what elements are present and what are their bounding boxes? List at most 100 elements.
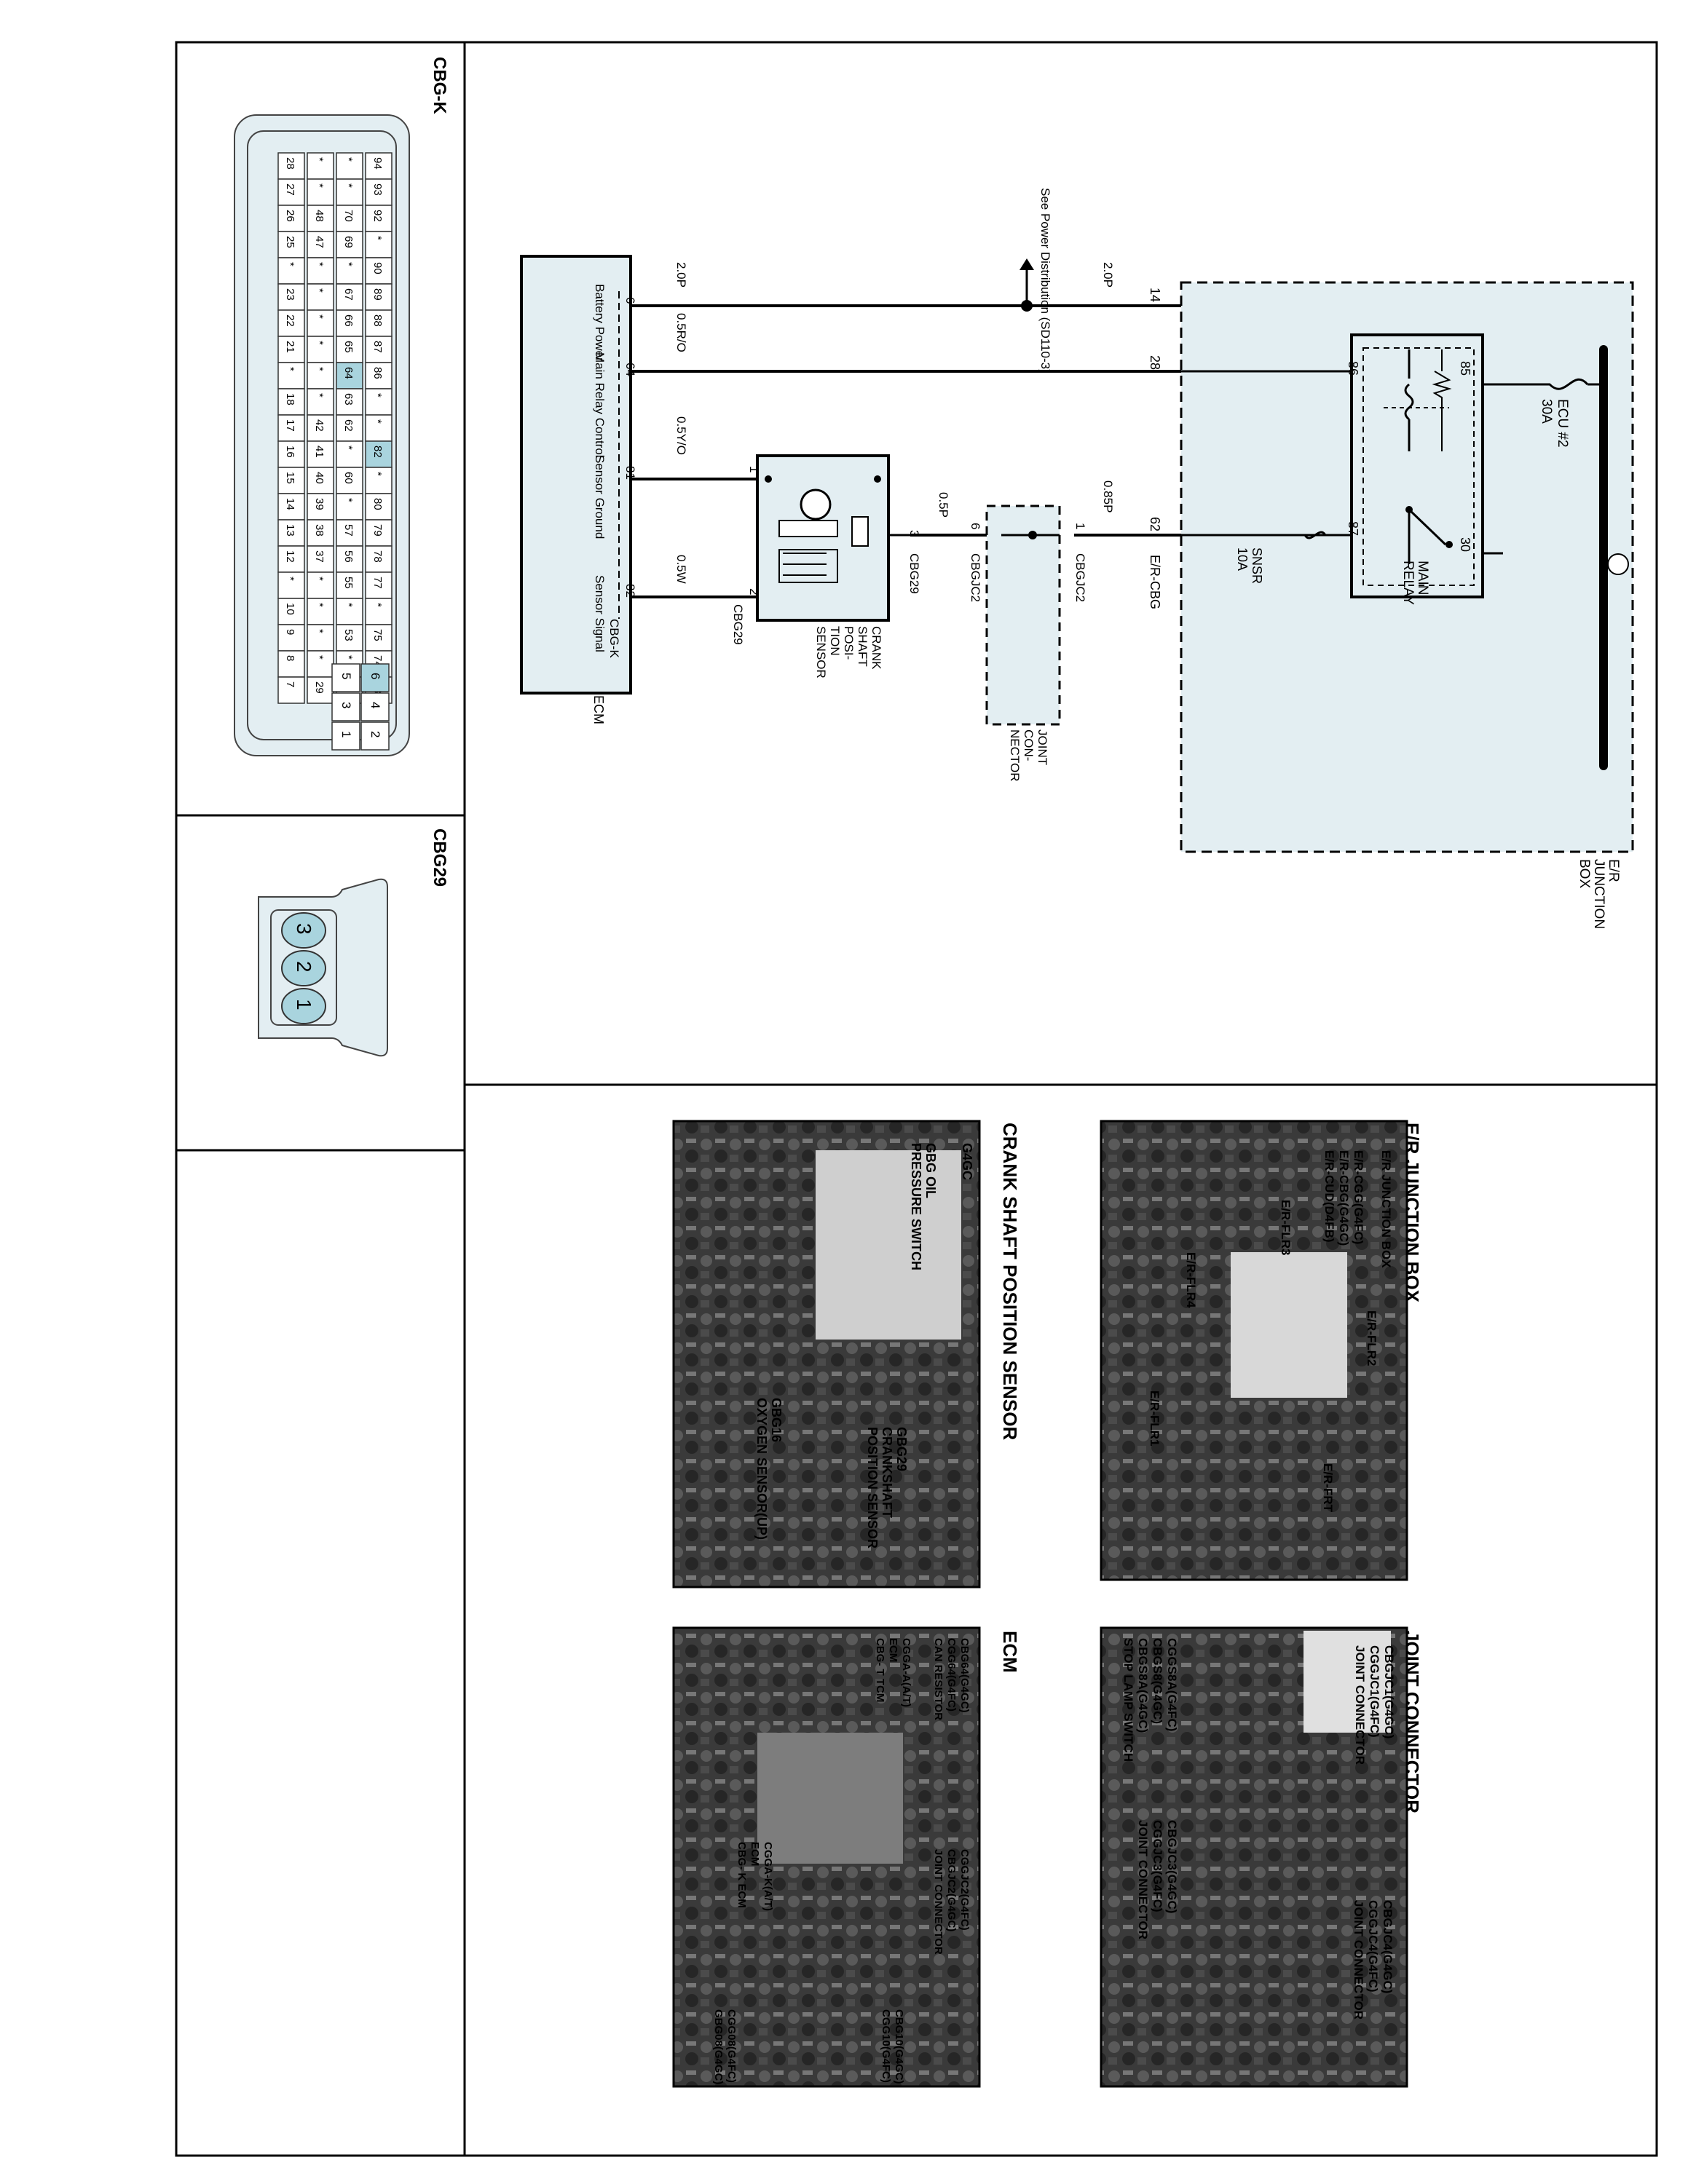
- cbgk-pin-label: 28: [284, 157, 296, 170]
- cbgk-pin-label: 79: [371, 524, 384, 537]
- ecm-pin-82: 82: [623, 584, 637, 598]
- photo-callout-label: CBG64(G4GC): [958, 1638, 971, 1713]
- relay-pin-87: 87: [1346, 521, 1360, 536]
- cbg29-pin-label: 2: [293, 961, 315, 973]
- cbgk-pin-label: 13: [284, 524, 296, 537]
- ecu-fuse-name: ECU #2: [1555, 399, 1570, 448]
- cbgk-pin-label: 14: [284, 498, 296, 510]
- photo-title-crank-sensor: CRANK SHAFT POSITION SENSOR: [999, 1123, 1021, 1440]
- photo-callout-label: CGGA-A(A/T): [900, 1638, 912, 1707]
- cbgk-pin-label: 80: [371, 498, 384, 510]
- joint-connector-box: [985, 505, 1061, 726]
- cbgk-pin-label: 16: [284, 446, 296, 458]
- ecm-label-main-relay: Main Relay Control: [593, 352, 607, 458]
- photo-callout-label: E/R-FLR2: [1365, 1310, 1379, 1366]
- cbgk-pin-label: 89: [371, 288, 384, 301]
- wire-label-3: 0.5R/O: [674, 313, 688, 352]
- ecu-fuse-rating: 30A: [1539, 399, 1554, 424]
- cbgk-pin-label: *: [313, 603, 326, 607]
- cbg29-connector-view: CBG29 321: [258, 828, 449, 1057]
- cbgk-pin-label: 60: [342, 472, 355, 484]
- cbgk-pin-label: 62: [342, 419, 355, 432]
- see-power-distribution: See Power Distribution (SD110-3): [1038, 188, 1052, 373]
- cbgk-pin-label: *: [313, 367, 326, 371]
- photo-callout-label: E/R-FLR3: [1279, 1200, 1293, 1256]
- cbgk-pin-label: 55: [342, 577, 355, 589]
- cbgk-pin-label: *: [313, 314, 326, 319]
- cbgk-pin-label: 67: [342, 288, 355, 301]
- main-relay-label: MAINRELAY: [1400, 561, 1430, 605]
- photo-callout-label: STOP LAMP SWITCH: [1121, 1638, 1135, 1762]
- cbgk-pin-label: 42: [313, 419, 326, 432]
- photo-callout-label: E/R JUNCTION BOX: [1379, 1150, 1393, 1268]
- cbgk-pin-label: 25: [284, 236, 296, 248]
- cbgk-pin-label: *: [371, 472, 384, 476]
- photo-callout-label: GBG08(G4GC): [712, 2009, 725, 2084]
- ecm-label: ECM: [591, 695, 606, 724]
- cbgk-pin-label: *: [284, 577, 296, 581]
- cbgk-small-pin-label: 2: [368, 731, 382, 737]
- schematic: E/RJUNCTIONBOX ECU #2 30A 85 86 87 30 MA…: [520, 188, 1634, 929]
- cbgk-pin-label: 88: [371, 314, 384, 327]
- er-box-label: E/RJUNCTIONBOX: [1577, 859, 1621, 929]
- cbgk-pin-label: 17: [284, 419, 296, 432]
- cbgk-pin-label: 21: [284, 341, 296, 353]
- cbgk-pin-label: 56: [342, 550, 355, 563]
- sensor-conn-bottom: CBG29: [731, 604, 745, 645]
- cbgk-small-pin-label: 6: [368, 673, 382, 679]
- photo-joint-connector: JOINT CONNECTOR CBGJC1(G4GC)CGGJC1(G4FC)…: [1100, 1626, 1423, 2088]
- ecm-conn-label: CBG-K: [607, 619, 621, 659]
- photo-callout-label: GBG OIL: [923, 1143, 938, 1198]
- sensor-pin-2: 2: [747, 588, 761, 595]
- cbgk-pin-label: *: [313, 157, 326, 162]
- cbg29-pins: 321: [281, 912, 326, 1024]
- cbgk-pin-label: *: [371, 603, 384, 607]
- ecm-box: [520, 255, 632, 695]
- photo-callout-label: E/R-FLR1: [1148, 1390, 1162, 1447]
- photo-callout-label: CBG- T TCM: [874, 1638, 886, 1702]
- cbgk-pin-label: 37: [313, 550, 326, 563]
- photo-callout-label: CBG10(G4GC): [893, 2009, 905, 2084]
- cbgk-pin-label: *: [313, 288, 326, 293]
- photo-callout-label: OXYGEN SENSOR(UP): [754, 1398, 769, 1540]
- relay-pin-86: 86: [1346, 361, 1360, 376]
- cbgk-pin-label: 15: [284, 472, 296, 484]
- cbg29-pin-label: 1: [293, 999, 315, 1010]
- photo-callout-label: JOINT CONNECTOR: [1136, 1820, 1150, 1939]
- photo-callout-label: CBG- K ECM: [735, 1842, 748, 1908]
- cbgk-pin-label: *: [342, 603, 355, 607]
- cbgk-pin-label: 26: [284, 210, 296, 222]
- photo-title-ecm: ECM: [999, 1631, 1021, 1673]
- cbgk-pin-label: 92: [371, 210, 384, 222]
- cbgk-pin-label: *: [313, 655, 326, 660]
- photo-callout-label: CBGJC2(G4GC): [945, 1849, 958, 1931]
- cbgk-title: CBG-K: [430, 57, 449, 114]
- page-frame: [175, 41, 1658, 2157]
- cbgk-pin-label: 82: [371, 446, 384, 458]
- snsr-fuse-rating: 10A: [1235, 547, 1250, 571]
- cbgk-pin-label: *: [371, 393, 384, 397]
- cbgk-pin-label: 18: [284, 393, 296, 405]
- er-pin-14: 14: [1148, 288, 1162, 302]
- cbgk-pin-label: 9: [284, 629, 296, 635]
- cbgk-pin-label: 86: [371, 367, 384, 379]
- cbgk-pin-label: 39: [313, 498, 326, 510]
- cbgk-pin-label: 77: [371, 577, 384, 589]
- cbgk-pin-label: 10: [284, 603, 296, 615]
- cbgk-pin-label: 75: [371, 629, 384, 641]
- cbgk-pin-label: *: [342, 157, 355, 162]
- cbgk-pin-label: 64: [342, 367, 355, 379]
- photo-callout-label: GBG16: [769, 1398, 784, 1442]
- cbgk-pin-label: 12: [284, 550, 296, 563]
- photo-callout-label: JOINT CONNECTOR: [932, 1849, 944, 1955]
- cbgk-pin-label: 63: [342, 393, 355, 405]
- photo-callout-label: CGGS8A(G4FC): [1165, 1638, 1179, 1731]
- sensor-conn-top: CBG29: [907, 553, 921, 594]
- cbg29-pin: [281, 988, 326, 1024]
- cbgk-pin-label: 78: [371, 550, 384, 563]
- wire-label-6: 0.5Y/O: [674, 416, 688, 455]
- wire-label-2: 2.0P: [674, 262, 688, 288]
- wire-label-7: 0.5W: [674, 555, 688, 584]
